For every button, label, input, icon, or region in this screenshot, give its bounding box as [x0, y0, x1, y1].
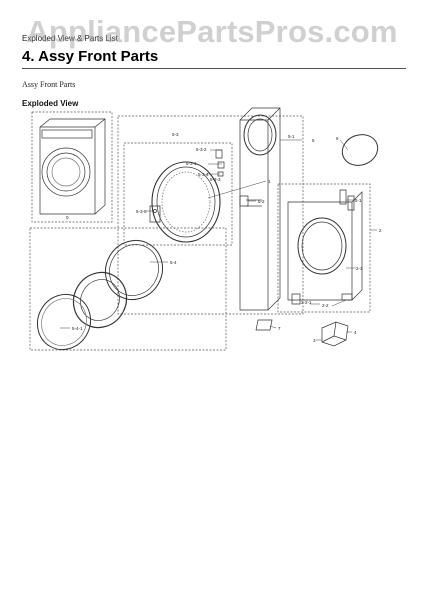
label-5-3-2: 5-3-2	[196, 147, 207, 152]
label-5-3-3: 5-3-3	[210, 177, 221, 182]
label-2-2-1: 2-2-1	[301, 300, 312, 305]
label-1: 1	[268, 179, 271, 184]
label-2: 2	[379, 228, 382, 233]
title-divider	[22, 68, 406, 69]
door-glass-box	[29, 227, 227, 351]
label-2-1: 2-1	[355, 198, 362, 203]
label-5-2: 5-2	[258, 199, 265, 204]
label-3: 3	[313, 338, 316, 343]
label-5-3-1: 5-3-1	[186, 161, 197, 166]
section-header: Exploded View & Parts List	[22, 34, 118, 43]
part-7	[255, 319, 273, 331]
label-5-3: 5-3	[172, 132, 179, 137]
front-panel-box	[277, 183, 371, 313]
door-assembly-boxes	[117, 115, 304, 315]
label-5-4-1: 5-4-1	[72, 326, 83, 331]
label-5: 5	[312, 138, 315, 143]
view-label: Exploded View	[22, 99, 79, 108]
label-7: 7	[278, 326, 281, 331]
label-5-3-4: 5-3-4	[198, 172, 209, 177]
page-title: 4. Assy Front Parts	[22, 48, 159, 65]
cover-part-6	[341, 134, 379, 166]
label-2-2: 2-2	[322, 303, 329, 308]
label-0: 0	[66, 215, 69, 220]
parts-3-4	[321, 321, 349, 347]
label-5-4: 5-4	[170, 260, 177, 265]
complete-unit-box	[31, 111, 113, 223]
leader-lines	[60, 139, 377, 341]
label-5-1: 5-1	[288, 134, 295, 139]
label-5-3-5: 5-3-5	[136, 209, 147, 214]
watermark: AppliancePartsPros.com	[26, 14, 398, 49]
label-2-3: 2-3	[356, 266, 363, 271]
part-labels: 0 1 2 2-1 2-2 2-3 2-2-1 3 4 5 5-1 5-2 5-…	[66, 132, 382, 343]
label-4: 4	[354, 330, 357, 335]
subtitle: Assy Front Parts	[22, 80, 76, 89]
door-panel	[239, 107, 281, 311]
label-6: 6	[336, 136, 339, 141]
